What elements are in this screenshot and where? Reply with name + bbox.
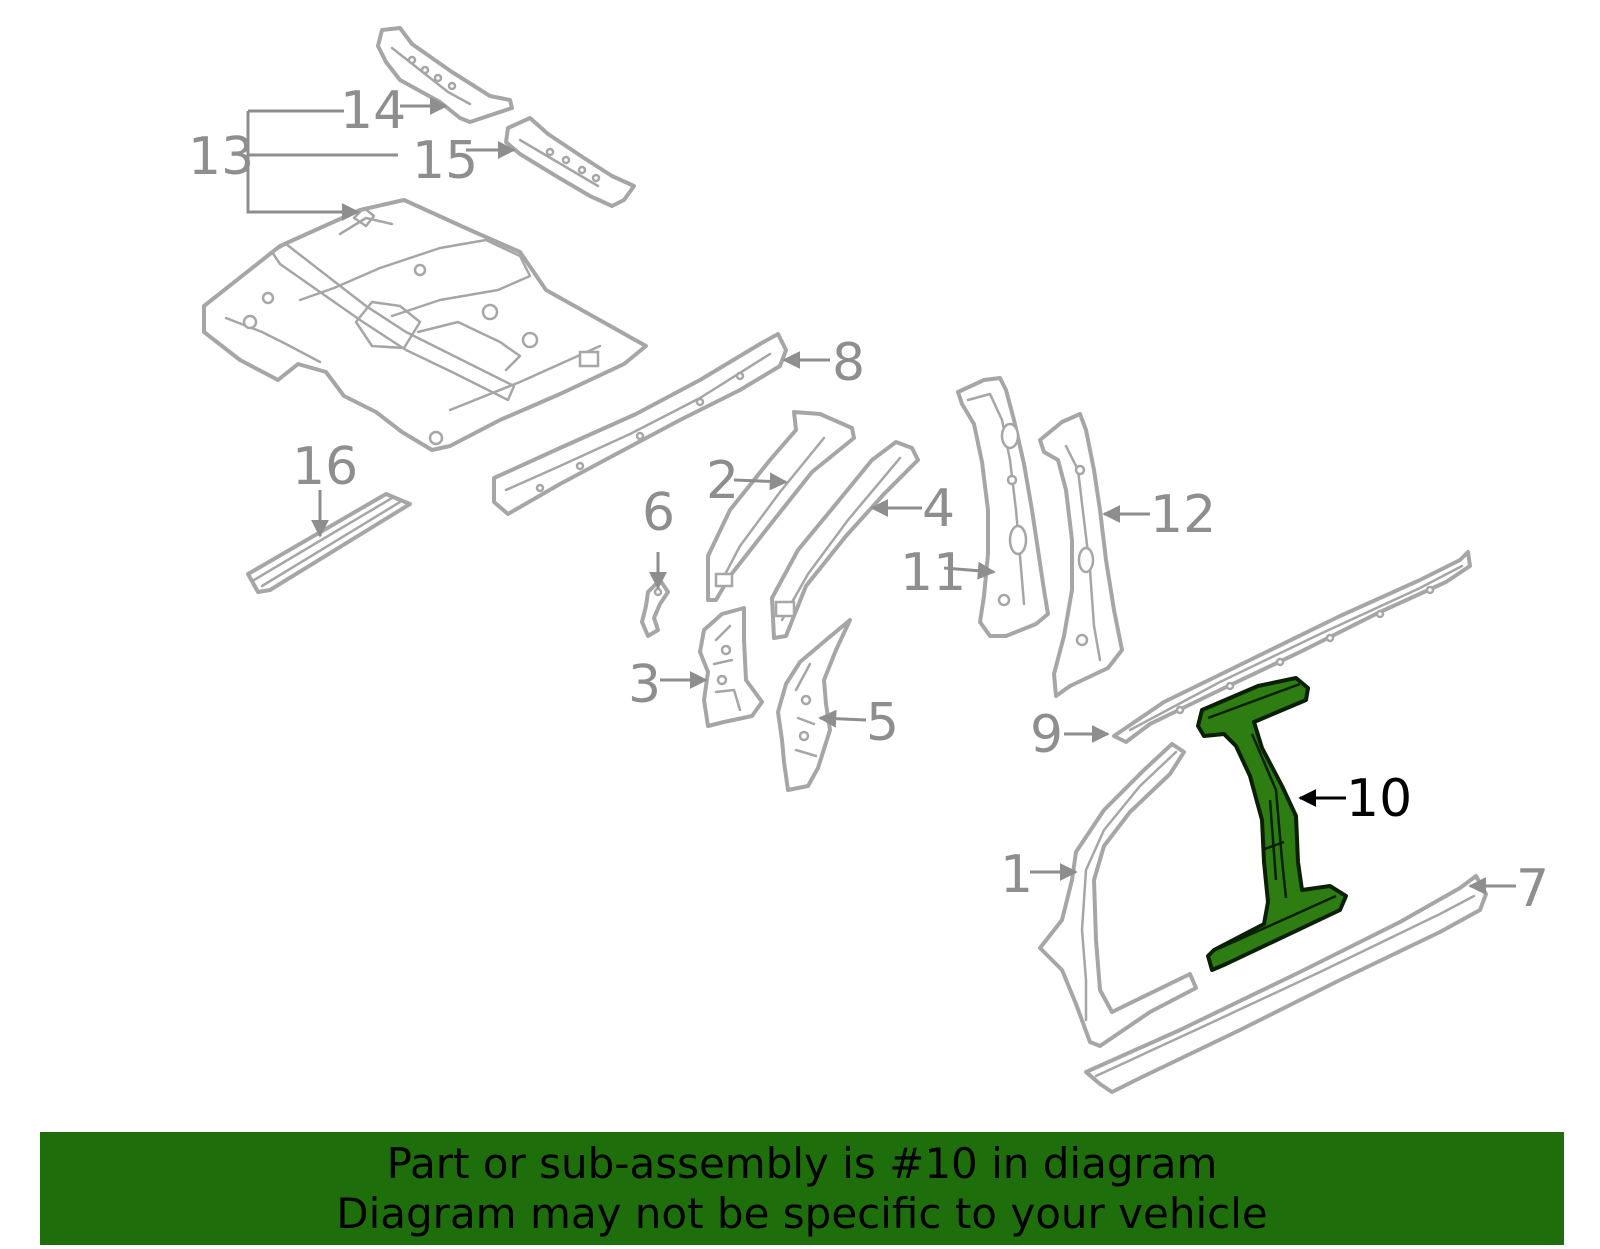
leader-5 [818, 709, 867, 728]
part-16-rail [246, 492, 412, 594]
callout-2: 2 [706, 451, 739, 511]
part-1-side-panel [1038, 742, 1198, 1048]
part-5-reinforcement [776, 618, 852, 792]
callout-3: 3 [628, 655, 661, 715]
part-15-crossmember [504, 116, 636, 208]
part-13-floor-pan [202, 198, 648, 452]
part-8-side-member [492, 332, 788, 516]
part-4-pillar [770, 440, 920, 640]
callout-4: 4 [922, 479, 955, 539]
part-12-pillar-reinforcement [1038, 412, 1124, 698]
callout-5: 5 [866, 693, 899, 753]
leader-lines [246, 97, 1516, 895]
part-7-rocker-outer [1084, 874, 1488, 1094]
part-6-bracket [640, 578, 670, 638]
callout-10: 10 [1346, 769, 1412, 829]
leader-11 [943, 561, 996, 580]
callout-9: 9 [1030, 705, 1063, 765]
callout-15: 15 [412, 131, 478, 191]
part-3-reinforcement [698, 606, 764, 728]
part-2-pillar [706, 410, 856, 602]
callout-7: 7 [1516, 859, 1549, 919]
part-11-pillar-inner [956, 376, 1050, 638]
banner-line-1: Part or sub-assembly is #10 in diagram [386, 1138, 1218, 1188]
callout-12: 12 [1150, 485, 1216, 545]
callout-labels: 13 14 15 16 8 2 4 6 3 5 11 12 9 1 7 10 [188, 81, 1549, 919]
callout-11: 11 [900, 543, 966, 603]
callout-6: 6 [642, 483, 675, 543]
part-9-rocker-inner [1112, 550, 1472, 744]
callout-14: 14 [340, 81, 406, 141]
part-14-crossmember [376, 26, 514, 124]
leader-13-floor [246, 111, 360, 221]
callout-13: 13 [188, 127, 254, 187]
leader-2 [733, 472, 788, 491]
callout-16: 16 [292, 437, 358, 497]
info-banner: Part or sub-assembly is #10 in diagram D… [40, 1132, 1564, 1245]
part-10-center-pillar [1196, 676, 1348, 972]
callout-1: 1 [1000, 845, 1033, 905]
banner-line-2: Diagram may not be specific to your vehi… [336, 1188, 1268, 1238]
callout-8: 8 [832, 333, 865, 393]
